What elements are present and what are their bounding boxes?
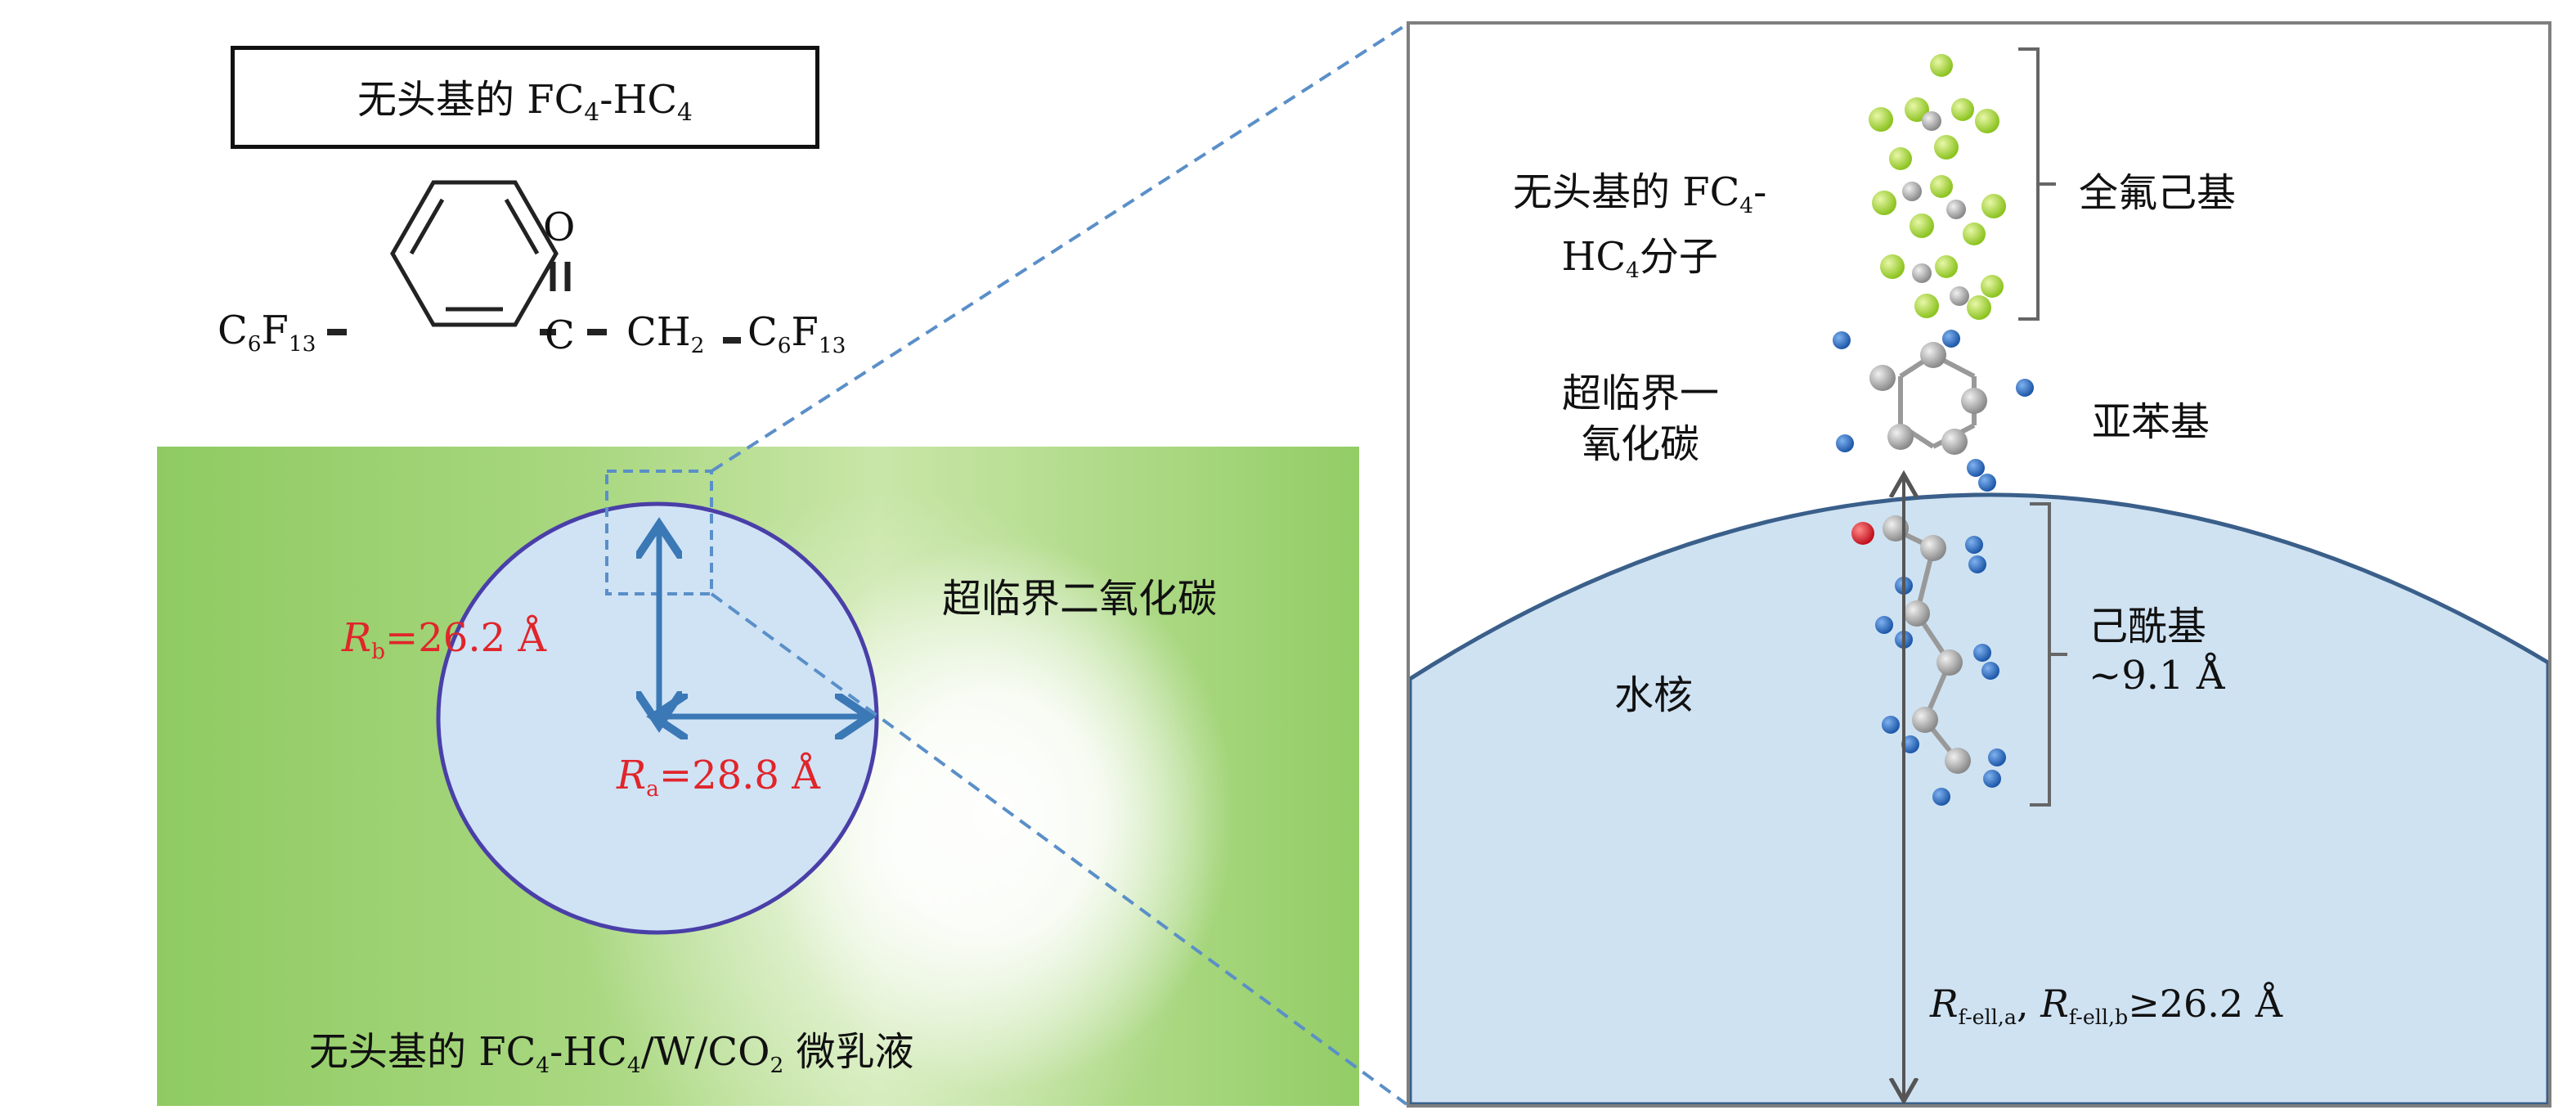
hydrogen-atom	[1833, 331, 1851, 349]
hydrogen-atom	[1965, 536, 1983, 554]
carbon-atom	[1946, 200, 1966, 219]
fluorine-atom	[1935, 255, 1958, 278]
carbon-atom	[1904, 600, 1930, 627]
fluorine-atom	[1872, 191, 1896, 215]
hydrogen-atom	[1978, 474, 1996, 492]
hydrogen-atom	[1983, 770, 2001, 788]
fluorine-atom	[1967, 295, 1991, 320]
fluorine-atom	[1951, 98, 1974, 121]
oxygen-label: O	[543, 204, 576, 250]
carbon-atom	[1912, 707, 1938, 733]
carbon-atom	[1936, 649, 1963, 676]
fluorine-atom	[1981, 275, 2004, 298]
scco2-line1: 超临界一	[1562, 371, 1720, 416]
interface-drawing	[1410, 47, 2548, 1104]
right-c6f13-label: C6F13	[747, 309, 846, 359]
carbon-atom	[1922, 111, 1941, 131]
carbon-atom	[1920, 342, 1946, 368]
scco2-label: 超临界二氧化碳	[942, 576, 1218, 622]
zoom-line-bottom	[710, 592, 1407, 1106]
structural-formula	[327, 180, 741, 344]
zoom-line-top	[710, 23, 1407, 473]
fluorine-atom	[1981, 194, 2006, 218]
radius-label: Rf-ell,a, Rf-ell,b≥26.2 Å	[1930, 982, 2283, 1029]
carbon-atom	[1869, 365, 1896, 391]
ra-label: Ra=28.8 Å	[617, 753, 820, 802]
title-text: 无头基的 FC4-HC4	[357, 77, 693, 128]
water-core-label: 水核	[1614, 672, 1694, 718]
molecule-label: 无头基的 FC4- HC4分子	[1513, 167, 1766, 296]
hexanoyl-bracket	[2030, 502, 2067, 807]
hydrogen-atom	[1988, 748, 2006, 766]
perfluorohexyl-label: 全氟己基	[2079, 170, 2237, 216]
hydrogen-atom	[2016, 379, 2034, 397]
hydrogen-atom	[1973, 644, 1991, 662]
fluorine-atom	[1963, 222, 1986, 245]
hydrogen-atom	[1967, 459, 1985, 477]
fluorine-atom	[1869, 107, 1893, 132]
fluorine-atom	[1910, 213, 1934, 238]
carbon-atom	[1902, 182, 1922, 201]
hydrogen-atom	[1981, 662, 1999, 680]
interface-zoom-panel: 无头基的 FC4- HC4分子 全氟己基 超临界一 氧化碳 亚苯基 己酰基 ~9…	[1407, 21, 2551, 1108]
carbon-atom	[1941, 429, 1968, 455]
hexanoyl-name: 己酰基	[2089, 604, 2207, 649]
carbon-atom	[1920, 535, 1946, 561]
hexanoyl-label: 己酰基 ~9.1 Å	[2089, 602, 2224, 700]
ring-inner-bond-1	[409, 198, 445, 255]
carbonyl-carbon-label: C	[545, 312, 575, 358]
molecule-label-line1: 无头基的 FC4-	[1513, 169, 1767, 219]
fluorine-atom	[1975, 109, 1999, 133]
hydrogen-atom	[1836, 434, 1854, 452]
molecule-label-line2: HC4分子	[1561, 234, 1718, 284]
left-c6f13-label: C6F13	[218, 308, 316, 357]
rb-label: Rb=26.2 Å	[342, 615, 547, 665]
carbon-atom	[1912, 263, 1932, 283]
hydrogen-atom	[1875, 616, 1893, 634]
carbon-atom	[1887, 424, 1914, 450]
scco2-line2: 氧化碳	[1582, 421, 1700, 467]
oxygen-atom	[1851, 522, 1874, 545]
fluorine-atom	[1880, 254, 1905, 279]
fluorine-atom	[1889, 147, 1912, 170]
water-core	[1410, 492, 2548, 1104]
carbon-atom	[1961, 388, 1987, 414]
benzene-ring	[390, 180, 559, 327]
hydrogen-atom	[1932, 788, 1950, 806]
phenylene-label: 亚苯基	[2092, 399, 2210, 445]
perfluorohexyl-chain	[1869, 54, 2006, 320]
hydrogen-atom	[1968, 555, 1986, 573]
hexanoyl-chain	[1851, 515, 2006, 806]
hexanoyl-length: ~9.1 Å	[2089, 653, 2225, 699]
title-box: 无头基的 FC4-HC4	[231, 46, 819, 149]
microemulsion-caption: 无头基的 FC4-HC4/W/CO2 微乳液	[309, 1029, 914, 1079]
fluorine-atom	[1934, 135, 1959, 160]
microemulsion-drawing	[436, 23, 1407, 1106]
perfluoro-bracket	[2018, 47, 2056, 321]
fluorine-atom	[1930, 175, 1953, 198]
fluorine-atom	[1905, 97, 1929, 122]
hydrogen-atom	[1882, 716, 1900, 734]
ring-inner-bond-2	[504, 198, 540, 255]
hydrogen-atom	[1901, 735, 1919, 753]
carbon-atom	[1945, 748, 1971, 774]
fluorine-atom	[1930, 54, 1953, 77]
phenylene-ring	[1833, 330, 2034, 492]
scco2-label-right: 超临界一 氧化碳	[1562, 368, 1719, 470]
carbon-atom	[1950, 286, 1969, 306]
ch2-label: CH2	[626, 309, 705, 359]
fluorine-atom	[1914, 294, 1939, 318]
hydrogen-atom	[1942, 330, 1960, 348]
